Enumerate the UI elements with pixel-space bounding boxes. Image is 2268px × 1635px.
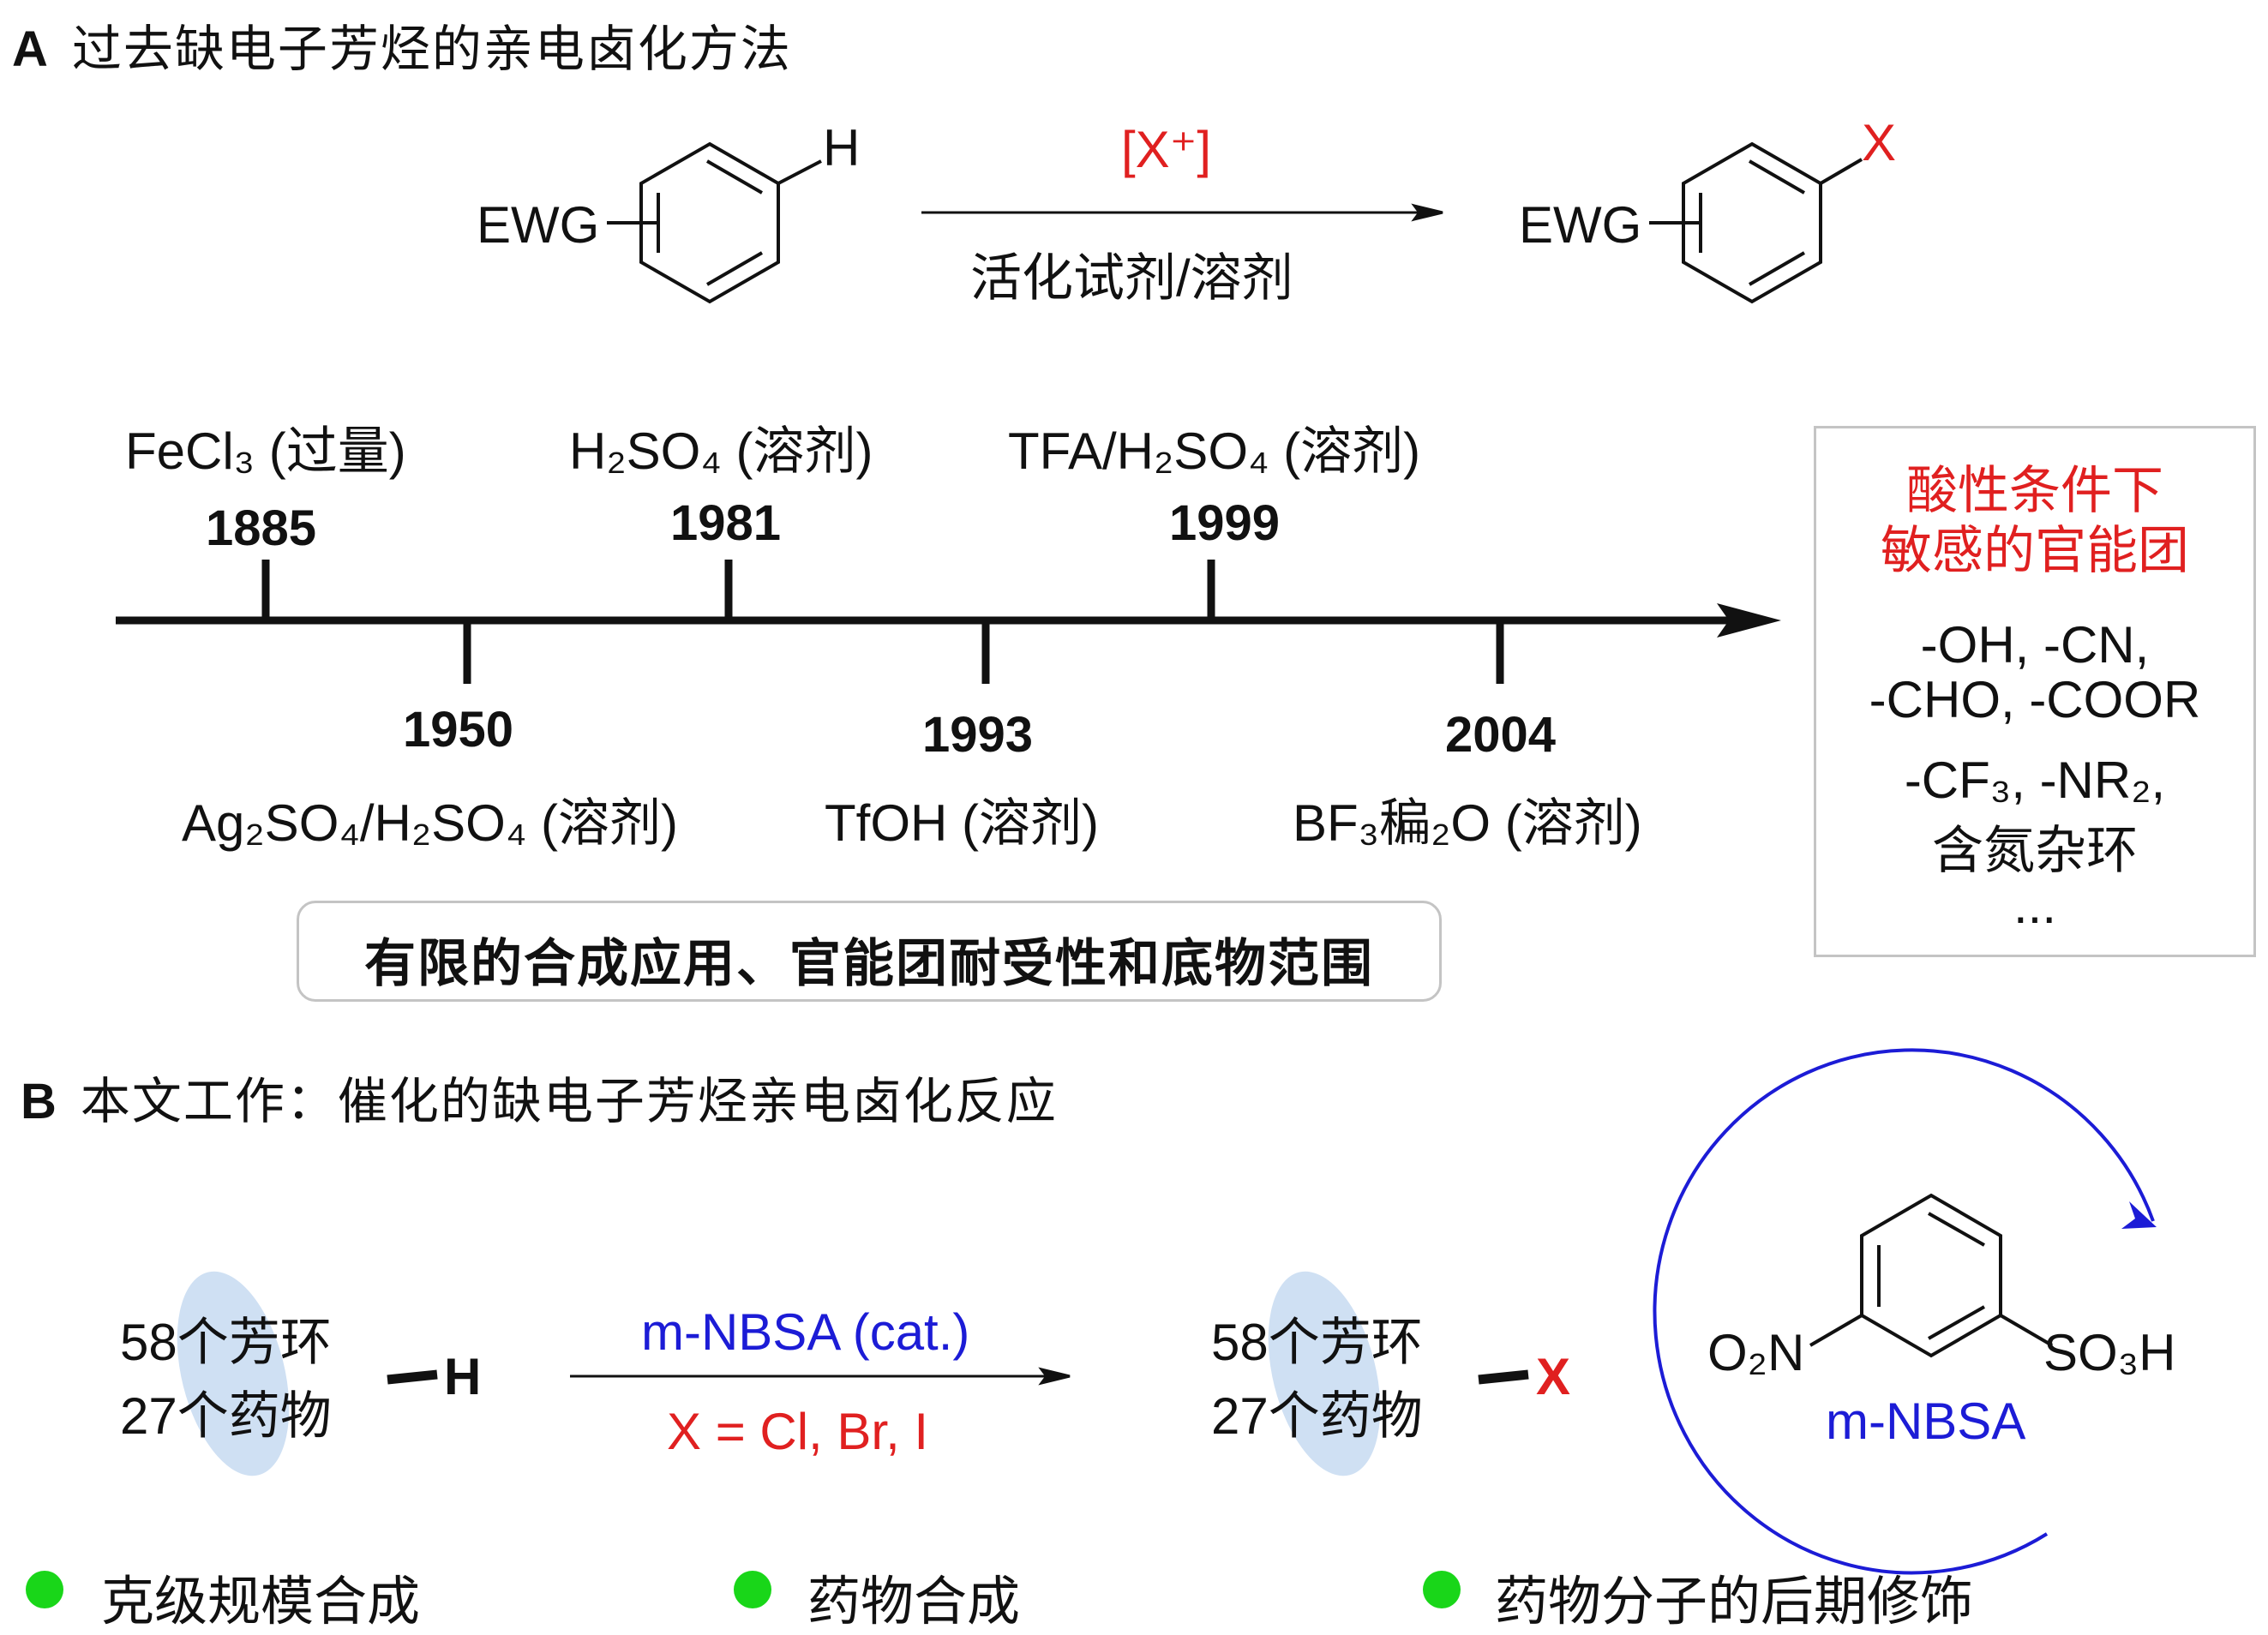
box-line-1: -OH, -CN, bbox=[1920, 616, 2150, 674]
product-bond bbox=[1478, 1369, 1529, 1385]
conditions-label: 活化试剂/溶剂 bbox=[970, 249, 1293, 307]
section-b-heading: B 本文工作：催化的缺电子芳烃亲电卤化反应 bbox=[21, 1061, 1058, 1133]
halogen-label: X = Cl, Br, I bbox=[667, 1403, 929, 1460]
bullet-dot-2 bbox=[734, 1571, 771, 1608]
catalyst-o2n: O₂N bbox=[1707, 1324, 1805, 1381]
substrate-bond bbox=[387, 1369, 438, 1385]
section-b-title: 本文工作：催化的缺电子芳烃亲电卤化反应 bbox=[80, 1074, 1058, 1129]
section-a-title: 过去缺电子芳烃的亲电卤化方法 bbox=[71, 21, 792, 77]
reagent-1885: FeCl₃ (过量) bbox=[125, 422, 406, 480]
product-benzene bbox=[1649, 141, 1863, 304]
catalyst-so3h: SO₃H bbox=[2043, 1324, 2176, 1381]
catalytic-cycle-arrow bbox=[1653, 1048, 2155, 1575]
reagent-1981: H₂SO₄ (溶剂) bbox=[569, 422, 873, 480]
bullet-1: 克级规模合成 bbox=[101, 1572, 421, 1632]
limitation-text: 有限的合成应用、官能团耐受性和底物范围 bbox=[364, 935, 1374, 992]
bullet-dot-3 bbox=[1423, 1571, 1461, 1608]
box-line-3: -CF₃, -NR₂, bbox=[1904, 752, 2166, 809]
section-a-letter: A bbox=[12, 21, 50, 77]
reagent-label: [X⁺] bbox=[1121, 121, 1212, 178]
product-ewg: EWG bbox=[1519, 196, 1642, 254]
product-highlight bbox=[1268, 1271, 1381, 1476]
bullet-3: 药物分子的后期修饰 bbox=[1495, 1572, 1974, 1632]
box-line-2: -CHO, -COOR bbox=[1869, 671, 2201, 728]
reaction-arrow-a bbox=[921, 203, 1443, 222]
catalyst-name: m-NBSA bbox=[1826, 1392, 2026, 1450]
reaction-arrow-b bbox=[570, 1367, 1071, 1386]
substrate-line-1: 58个芳环 bbox=[120, 1314, 332, 1371]
section-b-letter: B bbox=[21, 1074, 58, 1129]
reagent-1993: TfOH (溶剂) bbox=[825, 794, 1099, 852]
year-1950: 1950 bbox=[403, 702, 514, 758]
box-line-5: ... bbox=[2013, 877, 2056, 934]
year-1885: 1885 bbox=[206, 500, 317, 556]
bullet-2: 药物合成 bbox=[807, 1572, 1021, 1632]
cycle-arrowhead bbox=[2121, 1201, 2157, 1229]
year-2004: 2004 bbox=[1445, 707, 1557, 763]
reactant-benzene bbox=[607, 141, 822, 304]
product-x: X bbox=[1862, 114, 1897, 171]
product-line-1: 58个芳环 bbox=[1211, 1314, 1423, 1371]
bullet-dot-1 bbox=[26, 1571, 63, 1608]
year-1993: 1993 bbox=[922, 707, 1034, 763]
nbsa-structure bbox=[1809, 1193, 2054, 1358]
box-title-1: 酸性条件下 bbox=[1906, 462, 2163, 519]
year-1999: 1999 bbox=[1169, 495, 1281, 551]
box-line-4: 含氮杂环 bbox=[1932, 822, 2138, 879]
product-line-2: 27个药物 bbox=[1211, 1387, 1423, 1445]
box-title-2: 敏感的官能团 bbox=[1881, 522, 2189, 579]
product-x-b: X bbox=[1536, 1348, 1571, 1405]
catalyst-label: m-NBSA (cat.) bbox=[641, 1303, 970, 1361]
year-1981: 1981 bbox=[670, 495, 782, 551]
reagent-2004: BF₃稨₂O (溶剂) bbox=[1293, 794, 1642, 852]
timeline-axis bbox=[116, 560, 1781, 684]
limitation-box: 有限的合成应用、官能团耐受性和底物范围 bbox=[297, 901, 1442, 1002]
section-a-heading: A 过去缺电子芳烃的亲电卤化方法 bbox=[12, 9, 792, 81]
reactant-h: H bbox=[823, 119, 861, 177]
substrate-h: H bbox=[444, 1348, 482, 1405]
substrate-line-2: 27个药物 bbox=[120, 1387, 332, 1445]
sensitive-groups-box bbox=[1814, 426, 2256, 957]
substrate-highlight bbox=[177, 1271, 290, 1476]
reagent-1950: Ag₂SO₄/H₂SO₄ (溶剂) bbox=[182, 794, 678, 852]
reagent-1999: TFA/H₂SO₄ (溶剂) bbox=[1008, 422, 1421, 480]
reactant-ewg: EWG bbox=[477, 196, 600, 254]
